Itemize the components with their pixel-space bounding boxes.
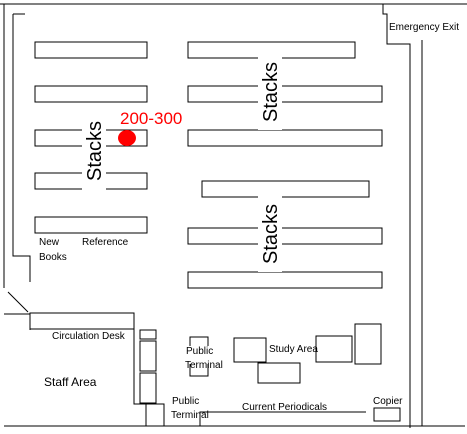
study-area-label: Study Area: [269, 344, 318, 355]
public-terminal-center: [189, 336, 209, 377]
new-books-label-line2: Books: [39, 252, 67, 263]
shelf: [34, 216, 148, 234]
public-terminal-lower-label-line2: Terminal: [171, 410, 209, 421]
shelf: [187, 85, 383, 103]
emergency-exit-label: Emergency Exit: [389, 22, 459, 33]
study-area-furniture: [233, 323, 382, 384]
svg-text:Stacks: Stacks: [84, 121, 106, 181]
public-terminal-center-label-line1: Public: [186, 346, 213, 357]
circulation-desk-label: Circulation Desk: [52, 331, 126, 342]
svg-text:Stacks: Stacks: [260, 62, 282, 122]
copier-label: Copier: [373, 396, 403, 407]
current-periodicals-label: Current Periodicals: [242, 402, 327, 413]
staff-area-walls: [29, 312, 147, 426]
marker-label: 200-300: [120, 109, 182, 128]
right-upper-stacks: [187, 41, 383, 147]
shelf: [187, 227, 383, 245]
shelf: [34, 85, 148, 103]
current-periodicals-walls: [199, 411, 366, 426]
public-terminal-left: [139, 329, 165, 427]
circulation-desk: [29, 312, 135, 330]
stacks-label-right-lower: Stacks: [258, 196, 282, 272]
stacks-label-right-upper: Stacks: [258, 54, 282, 130]
public-terminal-lower-label-line1: Public: [172, 396, 199, 407]
building-walls: [0, 3, 467, 428]
right-lower-stacks: [187, 180, 383, 289]
staff-area-label: Staff Area: [44, 375, 97, 389]
svg-text:Stacks: Stacks: [260, 204, 282, 264]
shelf: [187, 271, 383, 289]
shelf: [34, 41, 148, 59]
reference-label: Reference: [82, 237, 129, 248]
shelf: [187, 129, 383, 147]
location-marker: 200-300: [118, 109, 182, 146]
shelf: [201, 180, 370, 198]
copier: [373, 407, 401, 422]
public-terminal-center-label-line2: Terminal: [185, 360, 223, 371]
marker-dot: [118, 130, 136, 146]
new-books-label-line1: New: [39, 237, 60, 248]
stacks-label-left: Stacks: [82, 112, 106, 190]
